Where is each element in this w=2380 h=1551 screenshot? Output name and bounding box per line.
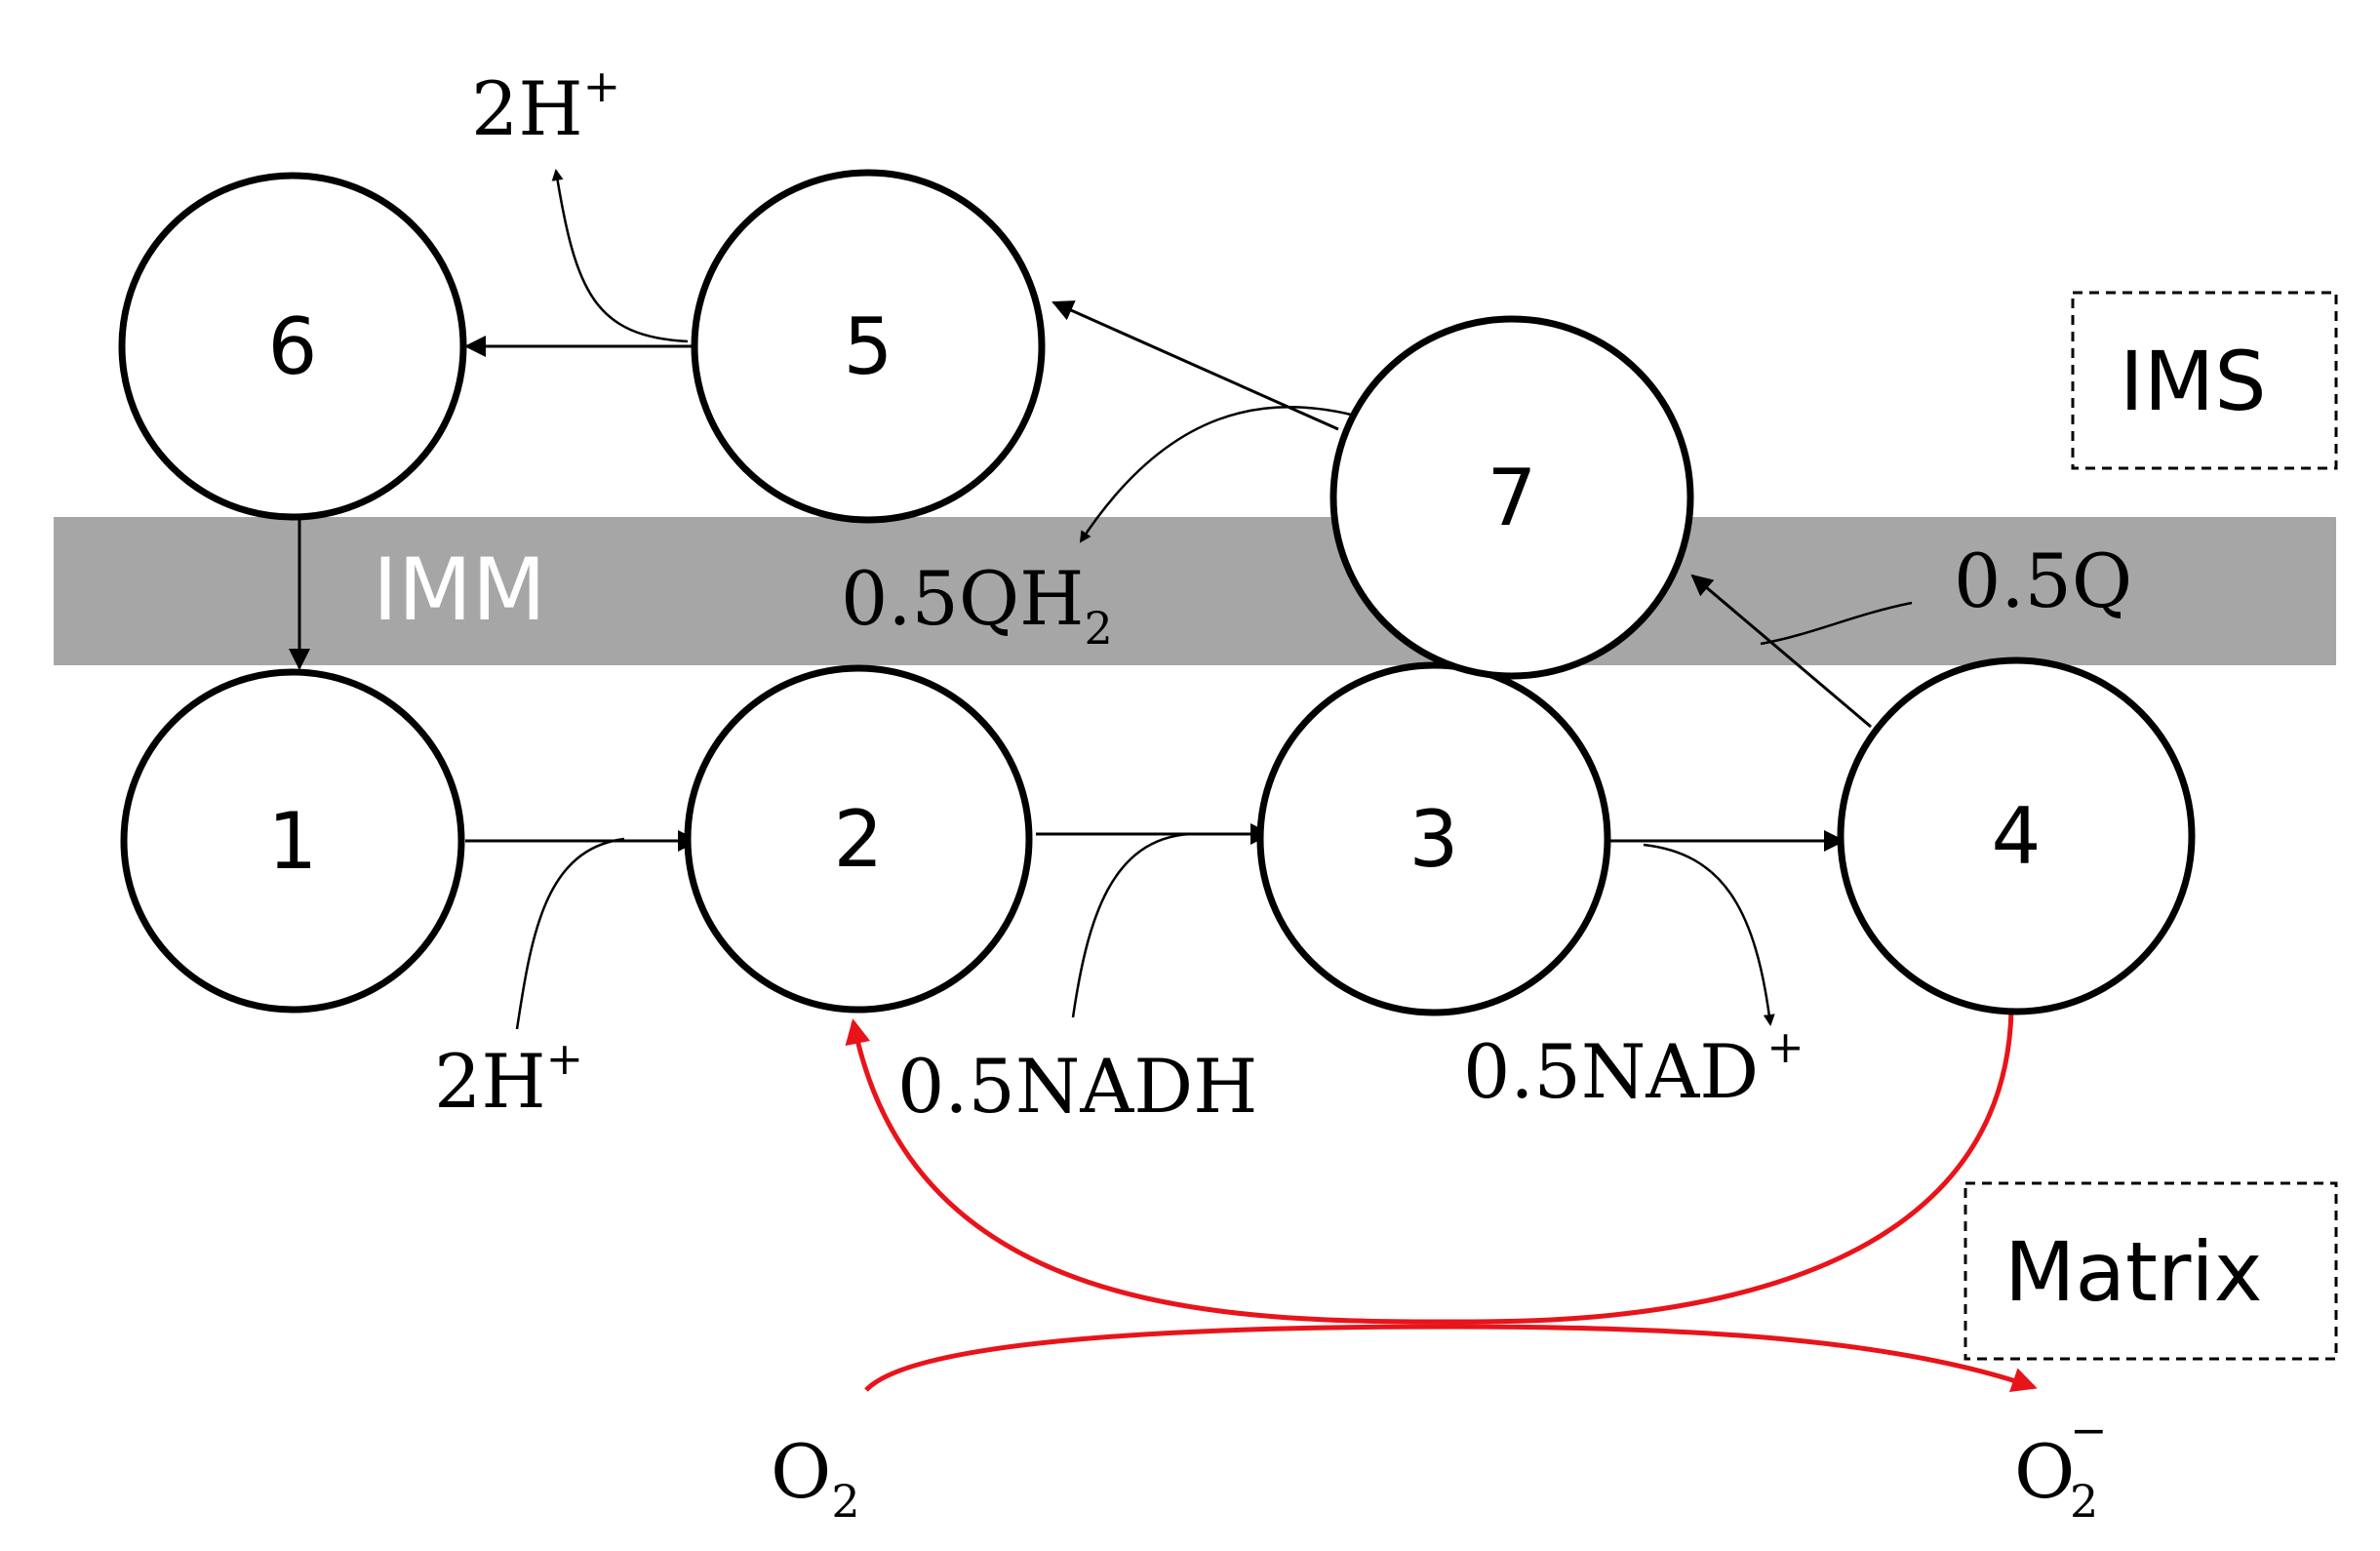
ims-label: IMS: [2120, 334, 2267, 429]
node-3: 3: [1256, 661, 1611, 1016]
node-6-label: 6: [268, 301, 318, 392]
svg-text:O: O: [2014, 1428, 2075, 1515]
matrix-box: [1964, 1181, 2338, 1361]
red-curve-o2-to-superoxide: [864, 1324, 2038, 1393]
curve-h-bottom: [515, 837, 625, 1030]
membrane-label: IMM: [373, 539, 546, 640]
node-1-label: 1: [268, 796, 318, 887]
species-nad: 0.5NAD+: [1463, 1020, 1805, 1115]
arrow-7-to-5: [1051, 300, 1339, 431]
red-curve-4-to-2: [845, 1009, 2014, 1325]
node-5: 5: [691, 169, 1046, 524]
node-7: 7: [1329, 315, 1694, 680]
node-5-label: 5: [844, 301, 893, 392]
curve-qh2: [1079, 406, 1352, 543]
species-h-bottom: 2H+: [434, 1032, 583, 1125]
node-3-label: 3: [1409, 794, 1459, 885]
node-2: 2: [684, 664, 1033, 1014]
svg-text:2: 2: [2070, 1475, 2098, 1528]
species-o2: O2: [771, 1428, 860, 1528]
species-qh2: 0.5QH2: [841, 555, 1113, 655]
node-2-label: 2: [834, 794, 884, 885]
arrow-4-to-7: [1690, 574, 1872, 729]
curve-nadh: [1071, 832, 1191, 1018]
species-superoxide: O 2 −: [2014, 1404, 2108, 1528]
curve-q: [1760, 601, 1913, 646]
species-nadh: 0.5NADH: [897, 1043, 1257, 1130]
curve-h-top: [551, 169, 689, 343]
species-h-top: 2H+: [471, 60, 620, 152]
matrix-label: Matrix: [2004, 1224, 2262, 1320]
membrane-band: [54, 517, 2336, 665]
species-q: 0.5Q: [1954, 537, 2132, 624]
node-7-label: 7: [1488, 453, 1537, 543]
svg-text:−: −: [2070, 1404, 2108, 1456]
node-4: 4: [1837, 656, 2196, 1015]
node-6: 6: [118, 172, 467, 521]
node-4-label: 4: [1992, 791, 2042, 882]
ims-box: [2071, 291, 2338, 470]
curve-nad: [1643, 843, 1775, 1026]
node-1: 1: [120, 668, 465, 1014]
